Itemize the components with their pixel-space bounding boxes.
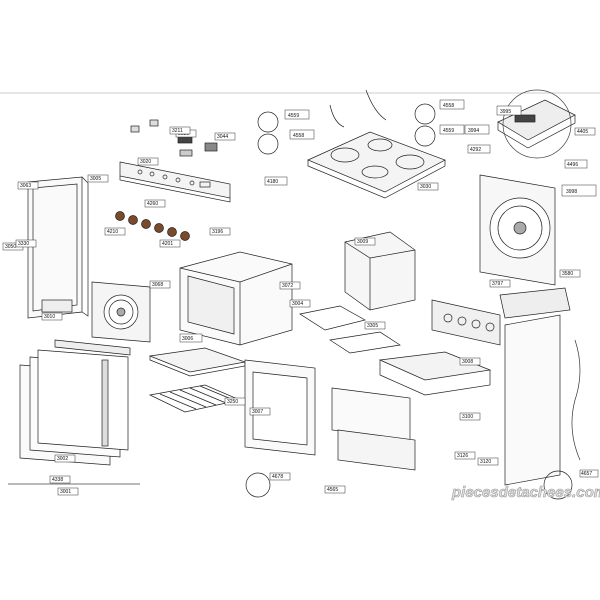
part-label: 4678 bbox=[272, 474, 283, 480]
part-label: 3010 bbox=[44, 314, 55, 320]
inner-door-frame bbox=[244, 359, 316, 456]
part-label: 3994 bbox=[468, 128, 479, 134]
part-label: 4496 bbox=[567, 162, 578, 168]
part-label: 3002 bbox=[57, 456, 68, 462]
hob-top bbox=[307, 131, 446, 199]
part-label: 3196 bbox=[212, 229, 223, 235]
part-label: 3008 bbox=[462, 359, 473, 365]
part-label: 3995 bbox=[500, 109, 511, 115]
small-switches bbox=[130, 119, 218, 157]
part-label: 3100 bbox=[462, 414, 473, 420]
part-label: 3020 bbox=[140, 159, 151, 165]
part-label: 3797 bbox=[492, 281, 503, 287]
right-side-panel bbox=[499, 287, 571, 486]
electronic-module bbox=[497, 89, 576, 159]
oven-cavity bbox=[179, 251, 293, 346]
part-label: 4558 bbox=[443, 103, 454, 109]
part-label: 3005 bbox=[90, 176, 101, 182]
part-label: 3072 bbox=[282, 283, 293, 289]
part-label: 3050 bbox=[5, 244, 16, 250]
shelf-racks bbox=[299, 305, 401, 354]
part-label: 3250 bbox=[227, 399, 238, 405]
part-label: 4210 bbox=[107, 229, 118, 235]
fan-cover bbox=[91, 281, 151, 343]
part-label: 3001 bbox=[60, 489, 71, 495]
part-label: 3211 bbox=[172, 128, 183, 134]
part-label: 3126 bbox=[457, 453, 468, 459]
part-label: 4565 bbox=[327, 487, 338, 493]
part-label: 3330 bbox=[18, 241, 29, 247]
part-label: 3305 bbox=[367, 323, 378, 329]
part-label: 3030 bbox=[420, 184, 431, 190]
oven-door bbox=[8, 339, 140, 485]
part-label: 4338 bbox=[52, 477, 63, 483]
part-label: 4201 bbox=[162, 241, 173, 247]
part-label: 4405 bbox=[577, 129, 588, 135]
drawer-front bbox=[331, 387, 416, 471]
storage-box bbox=[344, 231, 416, 311]
part-label: 3998 bbox=[566, 189, 577, 195]
part-labels: 3998 3995 3994 4558 4559 4559 4558 4496 … bbox=[2, 99, 599, 496]
part-label: 4292 bbox=[470, 147, 481, 153]
baking-tray bbox=[148, 347, 247, 377]
part-label: 3004 bbox=[292, 301, 303, 307]
part-label: 4559 bbox=[288, 113, 299, 119]
part-label: 3007 bbox=[252, 409, 263, 415]
control-panel bbox=[119, 161, 231, 203]
left-side-panel bbox=[27, 176, 89, 319]
back-panel bbox=[479, 174, 556, 286]
top-ring-elements bbox=[257, 89, 436, 155]
part-label: 4260 bbox=[147, 201, 158, 207]
part-label: 3009 bbox=[357, 239, 368, 245]
part-label: 4180 bbox=[267, 179, 278, 185]
part-label: 3580 bbox=[562, 271, 573, 277]
part-label: 3120 bbox=[480, 459, 491, 465]
part-label: 4657 bbox=[581, 471, 592, 477]
part-label: 3068 bbox=[152, 282, 163, 288]
part-label: 3063 bbox=[20, 183, 31, 189]
knobs bbox=[115, 211, 190, 241]
part-label: 3006 bbox=[182, 336, 193, 342]
part-label: 3044 bbox=[217, 134, 228, 140]
inset-circles bbox=[245, 470, 573, 500]
part-label: 4558 bbox=[293, 133, 304, 139]
watermark: piecesdetachees.com bbox=[451, 484, 600, 501]
power-cable bbox=[571, 339, 581, 461]
part-label: 4559 bbox=[443, 128, 454, 134]
burner-plate bbox=[431, 299, 501, 346]
